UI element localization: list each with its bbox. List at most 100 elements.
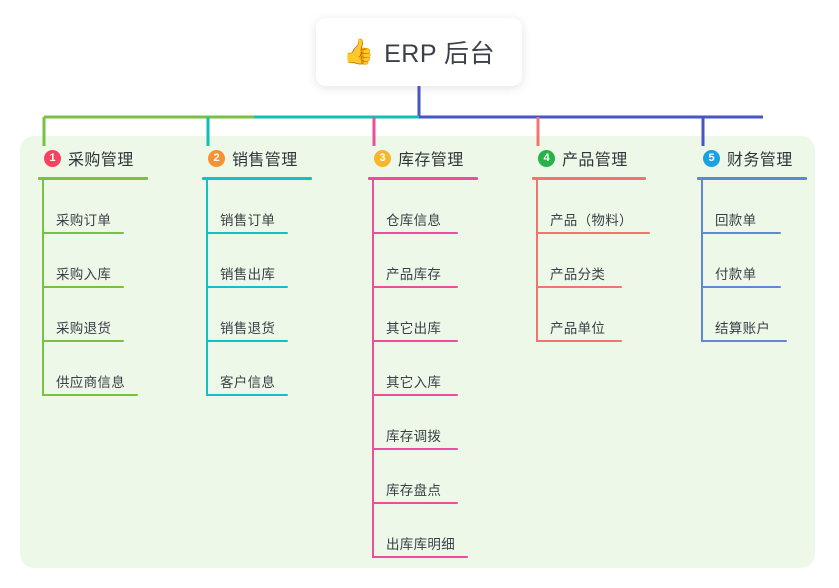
branch-item-label: 结算账户 [715, 321, 771, 336]
branch-item-label: 产品库存 [386, 267, 442, 282]
branch-item-underline [206, 340, 288, 342]
branch-number-badge: 1 [44, 149, 61, 167]
branch-item[interactable]: 销售出库 [202, 234, 312, 288]
branch-header-4[interactable]: 4 产品管理 [532, 146, 646, 170]
branch-item[interactable]: 采购入库 [38, 234, 148, 288]
branch-item[interactable]: 供应商信息 [38, 342, 148, 396]
branch-column-4: 4 产品管理产品（物料） 产品分类产品单位 [532, 146, 650, 342]
branch-item-label: 销售出库 [220, 267, 276, 282]
branch-item-label: 产品（物料） [550, 213, 633, 228]
branch-item-underline [372, 448, 458, 450]
branch-item-label: 采购入库 [56, 267, 112, 282]
branch-item-underline [372, 340, 458, 342]
branch-item-label: 产品分类 [550, 267, 606, 282]
branch-number-badge: 4 [538, 149, 555, 167]
root-node-title: ERP 后台 [384, 40, 496, 68]
branch-item[interactable]: 销售退货 [202, 288, 312, 342]
branch-item-list: 回款单付款单结算账户 [697, 180, 807, 342]
branch-spine [206, 180, 208, 396]
branch-item-underline [372, 502, 458, 504]
branch-item-underline [206, 286, 288, 288]
branch-header-1[interactable]: 1 采购管理 [38, 146, 148, 170]
branch-item[interactable]: 其它出库 [368, 288, 478, 342]
branch-header-5[interactable]: 5 财务管理 [697, 146, 807, 170]
root-node-card[interactable]: 👍 ERP 后台 [316, 18, 522, 86]
branch-item-label: 库存调拨 [386, 429, 442, 444]
branch-item-list: 仓库信息产品库存其它出库其它入库库存调拨库存盘点出库库明细 [368, 180, 478, 558]
branch-header-underline [697, 177, 807, 180]
branch-item-label: 采购订单 [56, 213, 112, 228]
branch-header-underline [38, 177, 148, 180]
branch-item-label: 销售订单 [220, 213, 276, 228]
branch-item-label: 其它出库 [386, 321, 442, 336]
thumbs-up-icon: 👍 [342, 37, 375, 66]
branch-title: 采购管理 [68, 152, 134, 169]
branch-item-label: 客户信息 [220, 375, 276, 390]
branch-item[interactable]: 付款单 [697, 234, 807, 288]
branch-number-badge: 3 [374, 149, 391, 167]
branch-item-underline [372, 286, 458, 288]
branch-item[interactable]: 产品（物料） [532, 180, 650, 234]
branch-item-label: 付款单 [715, 267, 757, 282]
branch-spine [701, 180, 703, 342]
branch-column-5: 5 财务管理回款单付款单结算账户 [697, 146, 807, 342]
branch-item-label: 仓库信息 [386, 213, 442, 228]
branch-item[interactable]: 其它入库 [368, 342, 478, 396]
branch-item-label: 销售退货 [220, 321, 276, 336]
branch-item-list: 销售订单销售出库销售退货客户信息 [202, 180, 312, 396]
branch-spine [42, 180, 44, 396]
branch-column-1: 1 采购管理采购订单采购入库采购退货供应商信息 [38, 146, 148, 396]
branch-item-underline [206, 232, 288, 234]
branch-item[interactable]: 客户信息 [202, 342, 312, 396]
branch-spine [536, 180, 538, 342]
branch-header-2[interactable]: 2 销售管理 [202, 146, 312, 170]
branch-column-3: 3 库存管理仓库信息产品库存其它出库其它入库库存调拨库存盘点出库库明细 [368, 146, 478, 558]
branch-spine [372, 180, 374, 558]
branches-panel [20, 136, 815, 568]
branch-item[interactable]: 产品单位 [532, 288, 646, 342]
branch-item-underline [42, 394, 138, 396]
branch-title: 产品管理 [562, 152, 628, 169]
branch-title: 销售管理 [232, 152, 298, 169]
branch-item-underline [536, 286, 622, 288]
branch-item-underline [536, 340, 622, 342]
branch-number-badge: 5 [703, 149, 720, 167]
branch-item-label: 供应商信息 [56, 375, 125, 390]
branch-item-underline [42, 232, 124, 234]
branch-number-badge: 2 [208, 149, 225, 167]
branch-item-underline [701, 340, 787, 342]
branch-item[interactable]: 销售订单 [202, 180, 312, 234]
branch-item[interactable]: 产品库存 [368, 234, 478, 288]
branch-item-label: 其它入库 [386, 375, 442, 390]
branch-item[interactable]: 回款单 [697, 180, 807, 234]
branch-title: 库存管理 [398, 152, 464, 169]
branch-item-underline [372, 394, 458, 396]
branch-header-underline [532, 177, 646, 180]
branch-item-list: 产品（物料） 产品分类产品单位 [532, 180, 650, 342]
branch-item-label: 库存盘点 [386, 483, 442, 498]
branch-item[interactable]: 采购退货 [38, 288, 148, 342]
branch-item[interactable]: 产品分类 [532, 234, 646, 288]
branch-item-label: 产品单位 [550, 321, 606, 336]
branch-item-underline [372, 232, 458, 234]
branch-item-underline [206, 394, 288, 396]
branch-item[interactable]: 库存调拨 [368, 396, 478, 450]
branch-item[interactable]: 库存盘点 [368, 450, 478, 504]
branch-item[interactable]: 出库库明细 [368, 504, 478, 558]
branch-column-2: 2 销售管理销售订单销售出库销售退货客户信息 [202, 146, 312, 396]
branch-title: 财务管理 [727, 152, 793, 169]
branch-header-3[interactable]: 3 库存管理 [368, 146, 478, 170]
branch-item-underline [42, 286, 124, 288]
branch-header-underline [368, 177, 478, 180]
branch-item[interactable]: 结算账户 [697, 288, 807, 342]
branch-item-list: 采购订单采购入库采购退货供应商信息 [38, 180, 148, 396]
branch-item[interactable]: 仓库信息 [368, 180, 478, 234]
branch-item-underline [701, 286, 781, 288]
branch-item-underline [536, 232, 650, 234]
branch-header-underline [202, 177, 312, 180]
branch-item-label: 出库库明细 [386, 537, 455, 552]
branch-item-underline [701, 232, 781, 234]
branch-item[interactable]: 采购订单 [38, 180, 148, 234]
branch-item-label: 采购退货 [56, 321, 112, 336]
